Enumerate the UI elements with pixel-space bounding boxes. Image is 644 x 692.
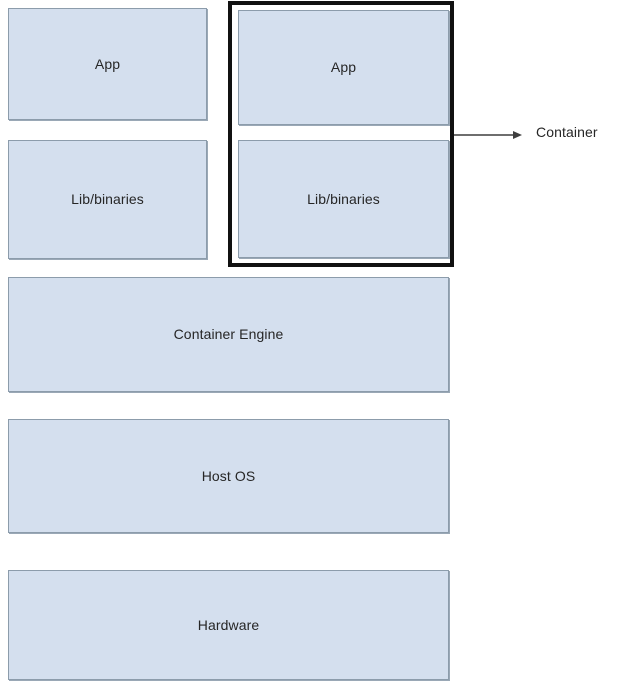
node-container-engine[interactable]: Container Engine <box>8 277 449 392</box>
node-lib-binaries-left[interactable]: Lib/binaries <box>8 140 207 259</box>
container-callout-label: Container <box>536 124 598 140</box>
node-lib-binaries-container[interactable]: Lib/binaries <box>238 140 449 258</box>
node-hardware[interactable]: Hardware <box>8 570 449 680</box>
node-app-left[interactable]: App <box>8 8 207 120</box>
node-host-os[interactable]: Host OS <box>8 419 449 533</box>
node-app-container[interactable]: App <box>238 10 449 125</box>
container-callout-arrow-icon <box>454 131 522 139</box>
